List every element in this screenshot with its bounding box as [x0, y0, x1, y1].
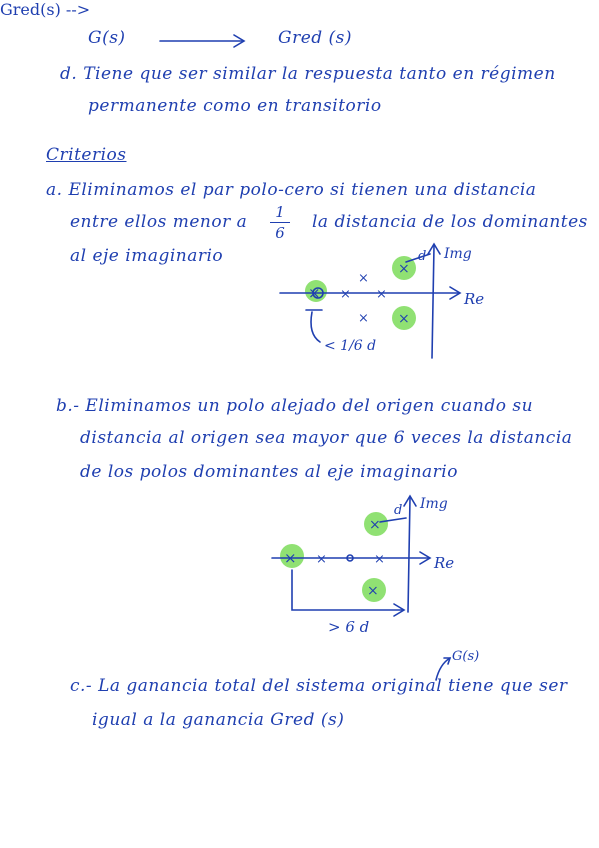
pointer-arrow-icon [443, 657, 452, 665]
dominant-pole-marker: × [398, 261, 410, 277]
imaginary-axis-arrow-icon [403, 494, 417, 507]
arrow-right-icon [159, 34, 246, 48]
distance-bracket [291, 569, 403, 611]
imaginary-axis-label: Img [419, 496, 448, 512]
criterios-heading: Criterios [46, 145, 127, 165]
distance-d-label: d [418, 249, 426, 264]
pole-zero-diagram-b: × × × × × d Img Re > 6 d [271, 494, 454, 636]
real-axis-label: Re [463, 290, 484, 308]
real-axis-label: Re [433, 554, 454, 572]
zero-marker [346, 554, 354, 562]
dominant-pole-marker: × [369, 517, 381, 533]
distance-condition-label: < 1/6 d [324, 338, 376, 354]
pointer-curve [310, 311, 321, 343]
distance-condition-label: > 6 d [328, 618, 369, 636]
highlight-far-pole [280, 544, 304, 568]
distance-d-label: d [394, 503, 402, 518]
g-reduced-label: Gred (s) [278, 28, 353, 48]
criterion-b-line-1: b.- Eliminamos un polo alejado del orige… [56, 396, 534, 416]
criterion-b-line-2: distancia al origen sea mayor que 6 vece… [80, 428, 573, 448]
pole-marker: × [358, 311, 369, 326]
g-original-label: G(s) [88, 28, 126, 48]
pole-marker: × [358, 271, 369, 286]
criterion-a-line-2-post: la distancia de los dominantes [312, 212, 588, 232]
pointer-curve [435, 657, 451, 681]
criterion-a-line-2-pre: entre ellos menor a [70, 212, 248, 232]
highlight-dominant-pole-top [364, 512, 388, 536]
imaginary-axis [407, 497, 411, 613]
criterion-a-line-1: a. Eliminamos el par polo-cero si tienen… [46, 180, 537, 200]
pole-marker: × [374, 552, 385, 567]
highlight-dominant-pole-top [392, 256, 416, 280]
distance-d-arrow [379, 517, 407, 523]
pole-marker: × [316, 552, 327, 567]
highlight-dominant-pole-bottom [392, 306, 416, 330]
criterion-b-line-3: de los polos dominantes al eje imaginari… [80, 462, 458, 482]
zero-marker [312, 287, 324, 299]
real-axis-arrow-icon [419, 551, 432, 565]
far-pole-marker: × [284, 549, 297, 567]
dominant-pole-marker: × [367, 583, 379, 599]
fraction-bar [270, 222, 290, 223]
dominant-pole-marker: × [398, 311, 410, 327]
criterion-a-fraction: 1 6 [270, 203, 290, 242]
criterion-a-line-3: al eje imaginario [70, 246, 224, 266]
criterion-c-line-2: igual a la ganancia Gred (s) [92, 710, 345, 730]
point-d-line-1: d. Tiene que ser similar la respuesta ta… [60, 64, 556, 84]
highlight-dominant-pole-bottom [362, 578, 386, 602]
pole-marker: × [308, 284, 321, 302]
imaginary-axis-arrow-icon [427, 242, 441, 255]
fraction-numerator: 1 [275, 203, 285, 221]
pole-marker: × [340, 287, 351, 302]
real-axis-arrow-icon [449, 286, 462, 300]
bracket-arrow-icon [393, 603, 406, 617]
gs-annotation: G(s) [452, 649, 479, 664]
imaginary-axis-label: Img [443, 246, 472, 262]
fraction-denominator: 6 [275, 224, 285, 242]
pole-zero-diagram-a: × × × × × × × d Img Re < 1/6 d [279, 242, 484, 359]
pole-marker: × [376, 287, 387, 302]
imaginary-axis [431, 245, 435, 359]
gs-pointer: G(s) [435, 649, 479, 681]
criterion-c-line-1: c.- La ganancia total del sistema origin… [70, 676, 568, 696]
distance-d-arrow [405, 253, 431, 263]
point-d-line-2: permanente como en transitorio [88, 96, 382, 116]
